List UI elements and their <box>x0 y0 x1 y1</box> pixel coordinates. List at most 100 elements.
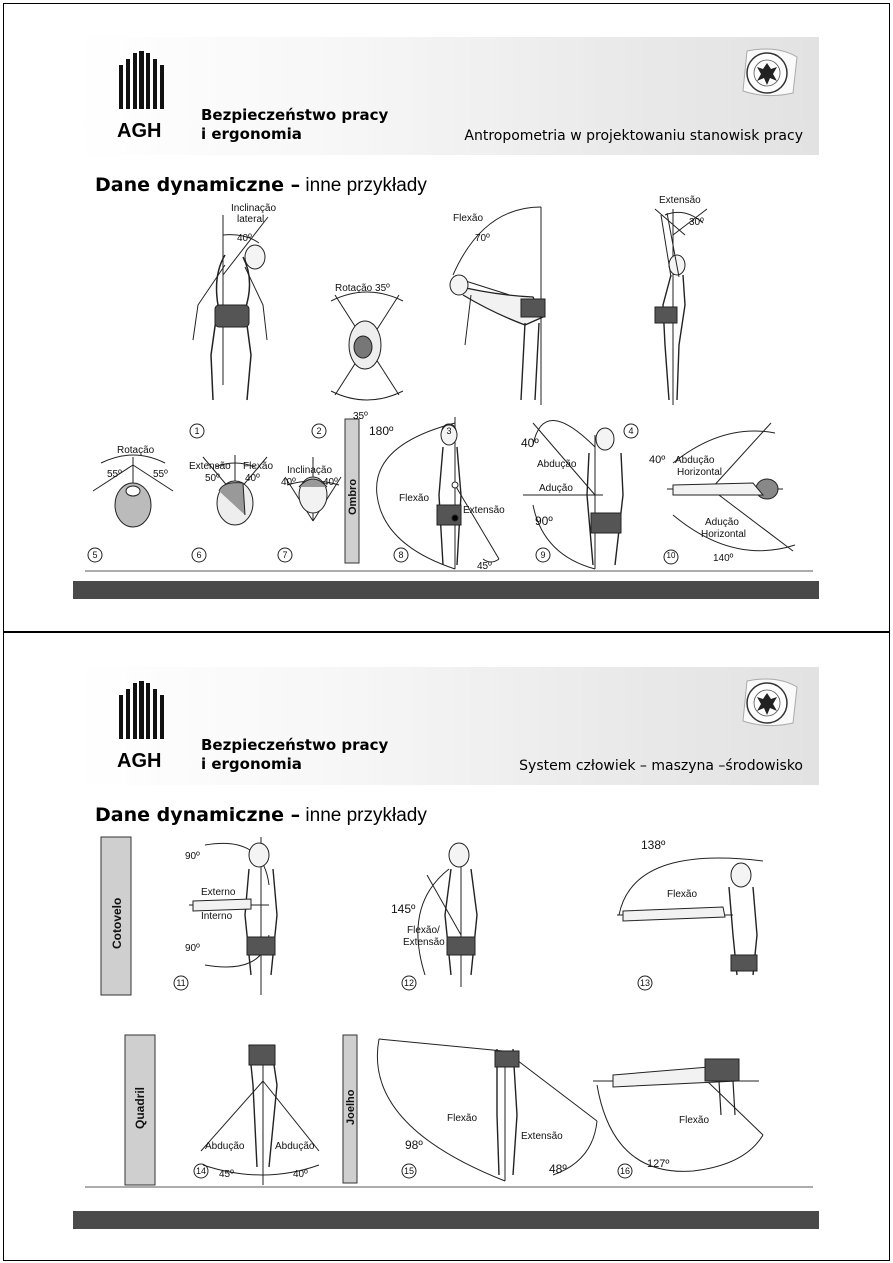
label-deg: 50º <box>205 473 220 484</box>
figure-number: 9 <box>540 550 545 560</box>
section-title-bold: Dane dynamiczne – <box>95 174 301 196</box>
figure-number: 3 <box>446 426 451 436</box>
agh-text: AGH <box>117 120 161 142</box>
agh-logo: AGH <box>117 681 164 772</box>
label-deg: 70º <box>475 233 490 244</box>
agh-logo: AGH <box>117 51 164 142</box>
label-deg: 40º <box>281 477 296 488</box>
label-cotovelo: Cotovelo <box>110 898 124 949</box>
section-title-rest: inne przykłady <box>300 175 427 196</box>
label-flexao: Flexão <box>679 1115 709 1126</box>
label-deg: 45º <box>477 561 492 572</box>
label-deg: 40º <box>245 473 260 484</box>
range-of-motion-figure-1: Inclinação lateral 40º Rotação 35º 35º F… <box>85 195 813 572</box>
label-quadril: Quadril <box>133 1087 147 1129</box>
figure-number: 4 <box>628 426 633 436</box>
label-flexao: Flexão <box>667 889 697 900</box>
label-aducao-horizontal: Adução <box>705 517 739 528</box>
label-deg: 140º <box>713 553 734 564</box>
figure-number: 7 <box>282 550 287 560</box>
label-abducao: Abdução <box>205 1141 245 1152</box>
label-deg: 45º <box>219 1169 234 1180</box>
figure-number: 1 <box>194 426 199 436</box>
label-deg: 145º <box>391 902 416 916</box>
label-ombro: Ombro <box>347 479 359 515</box>
slide-footer-bar <box>73 1211 819 1229</box>
section-title: Dane dynamiczne – inne przykłady <box>95 174 427 197</box>
label-deg: 40º <box>237 233 252 244</box>
figure-number: 13 <box>640 978 650 988</box>
label-flexao: Flexão <box>399 493 429 504</box>
university-seal-icon <box>742 678 798 727</box>
label-extensao: Extensão <box>189 461 231 472</box>
label-extensao: Extensão <box>521 1131 563 1142</box>
label-deg: 90º <box>535 514 553 528</box>
slide-1: AGH Bezpieczeństwo pracy i ergonomia Ant… <box>73 37 819 599</box>
slide-header: AGH Bezpieczeństwo pracy i ergonomia Sys… <box>73 667 819 785</box>
label-deg: 40º <box>293 1169 308 1180</box>
label-extensao: Extensão <box>659 195 701 206</box>
label-inclinacao: Inclinação <box>287 465 332 476</box>
figure-number: 5 <box>92 550 97 560</box>
course-title-line2: i ergonomia <box>201 755 302 773</box>
label-deg: 138º <box>641 838 666 852</box>
label-horizontal: Horizontal <box>701 529 746 540</box>
course-title-line1: Bezpieczeństwo pracy <box>201 736 389 754</box>
slide-footer-bar <box>73 581 819 599</box>
section-title-rest: inne przykłady <box>300 805 427 826</box>
figure-number: 8 <box>398 550 403 560</box>
label-interno: Interno <box>201 911 233 922</box>
label-extensao: Extensão <box>403 937 445 948</box>
figure-number: 6 <box>196 550 201 560</box>
label-inclinacao-lateral: Inclinação <box>231 203 276 214</box>
figure-number: 2 <box>316 426 321 436</box>
label-deg: 55º <box>153 469 168 480</box>
label-deg: 90º <box>185 943 200 954</box>
slide-subtitle: Antropometria w projektowaniu stanowisk … <box>464 128 803 144</box>
course-title-line2: i ergonomia <box>201 125 302 143</box>
label-deg: 35º <box>353 411 368 422</box>
label-flexao: Flexão <box>243 461 273 472</box>
label-abducao-horizontal: Abdução <box>675 455 715 466</box>
course-title: Bezpieczeństwo pracy i ergonomia <box>201 736 388 774</box>
slide-2: AGH Bezpieczeństwo pracy i ergonomia Sys… <box>73 667 819 1229</box>
figure-number: 12 <box>404 978 414 988</box>
label-deg: 40º <box>323 477 338 488</box>
section-title: Dane dynamiczne – inne przykłady <box>95 804 427 827</box>
university-seal-icon <box>742 48 798 97</box>
figure-number: 14 <box>196 1166 206 1176</box>
label-deg: 90º <box>185 851 200 862</box>
label-deg: 127º <box>647 1158 669 1170</box>
label-lateral: lateral <box>237 214 264 225</box>
figure-number: 15 <box>404 1166 414 1176</box>
label-deg: 180º <box>369 424 394 438</box>
slide-header: AGH Bezpieczeństwo pracy i ergonomia Ant… <box>73 37 819 155</box>
label-rotacao: Rotação <box>117 445 155 456</box>
page-frame-top <box>3 3 890 632</box>
label-deg: 30º <box>689 217 704 228</box>
course-title-line1: Bezpieczeństwo pracy <box>201 106 389 124</box>
label-abducao: Abdução <box>537 459 577 470</box>
label-externo: Externo <box>201 887 236 898</box>
range-of-motion-figure-2: Cotovelo 90º Externo Interno 90º 145º Fl… <box>85 836 813 1188</box>
label-aducao: Adução <box>539 483 573 494</box>
label-deg: 40º <box>649 454 665 466</box>
figure-number: 10 <box>667 551 676 560</box>
label-flexao: Flexão <box>453 213 483 224</box>
label-deg: 40º <box>521 436 539 450</box>
section-title-bold: Dane dynamiczne – <box>95 804 301 826</box>
label-flexao: Flexão <box>447 1113 477 1124</box>
figure-number: 11 <box>176 978 185 988</box>
label-deg: 48º <box>549 1162 567 1176</box>
page-frame-bottom <box>3 632 890 1261</box>
agh-text: AGH <box>117 750 161 772</box>
label-horizontal: Horizontal <box>677 467 722 478</box>
label-joelho: Joelho <box>345 1089 357 1125</box>
label-flexao: Flexão/ <box>407 925 440 936</box>
slide-subtitle: System człowiek – maszyna –środowisko <box>519 758 803 774</box>
label-rotacao-35: Rotação 35º <box>335 283 390 294</box>
label-deg: 55º <box>107 469 122 480</box>
course-title: Bezpieczeństwo pracy i ergonomia <box>201 106 388 144</box>
label-extensao: Extensão <box>463 505 505 516</box>
label-deg: 98º <box>405 1138 423 1152</box>
